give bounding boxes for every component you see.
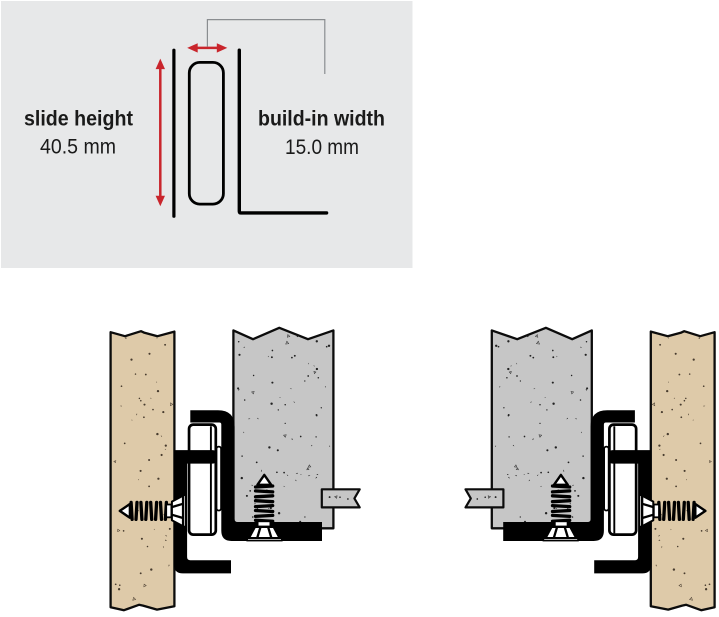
svg-text:slide height: slide height [24,107,133,130]
svg-text:build-in width: build-in width [258,107,385,130]
svg-text:40.5 mm: 40.5 mm [40,136,116,159]
svg-text:15.0 mm: 15.0 mm [285,136,359,159]
